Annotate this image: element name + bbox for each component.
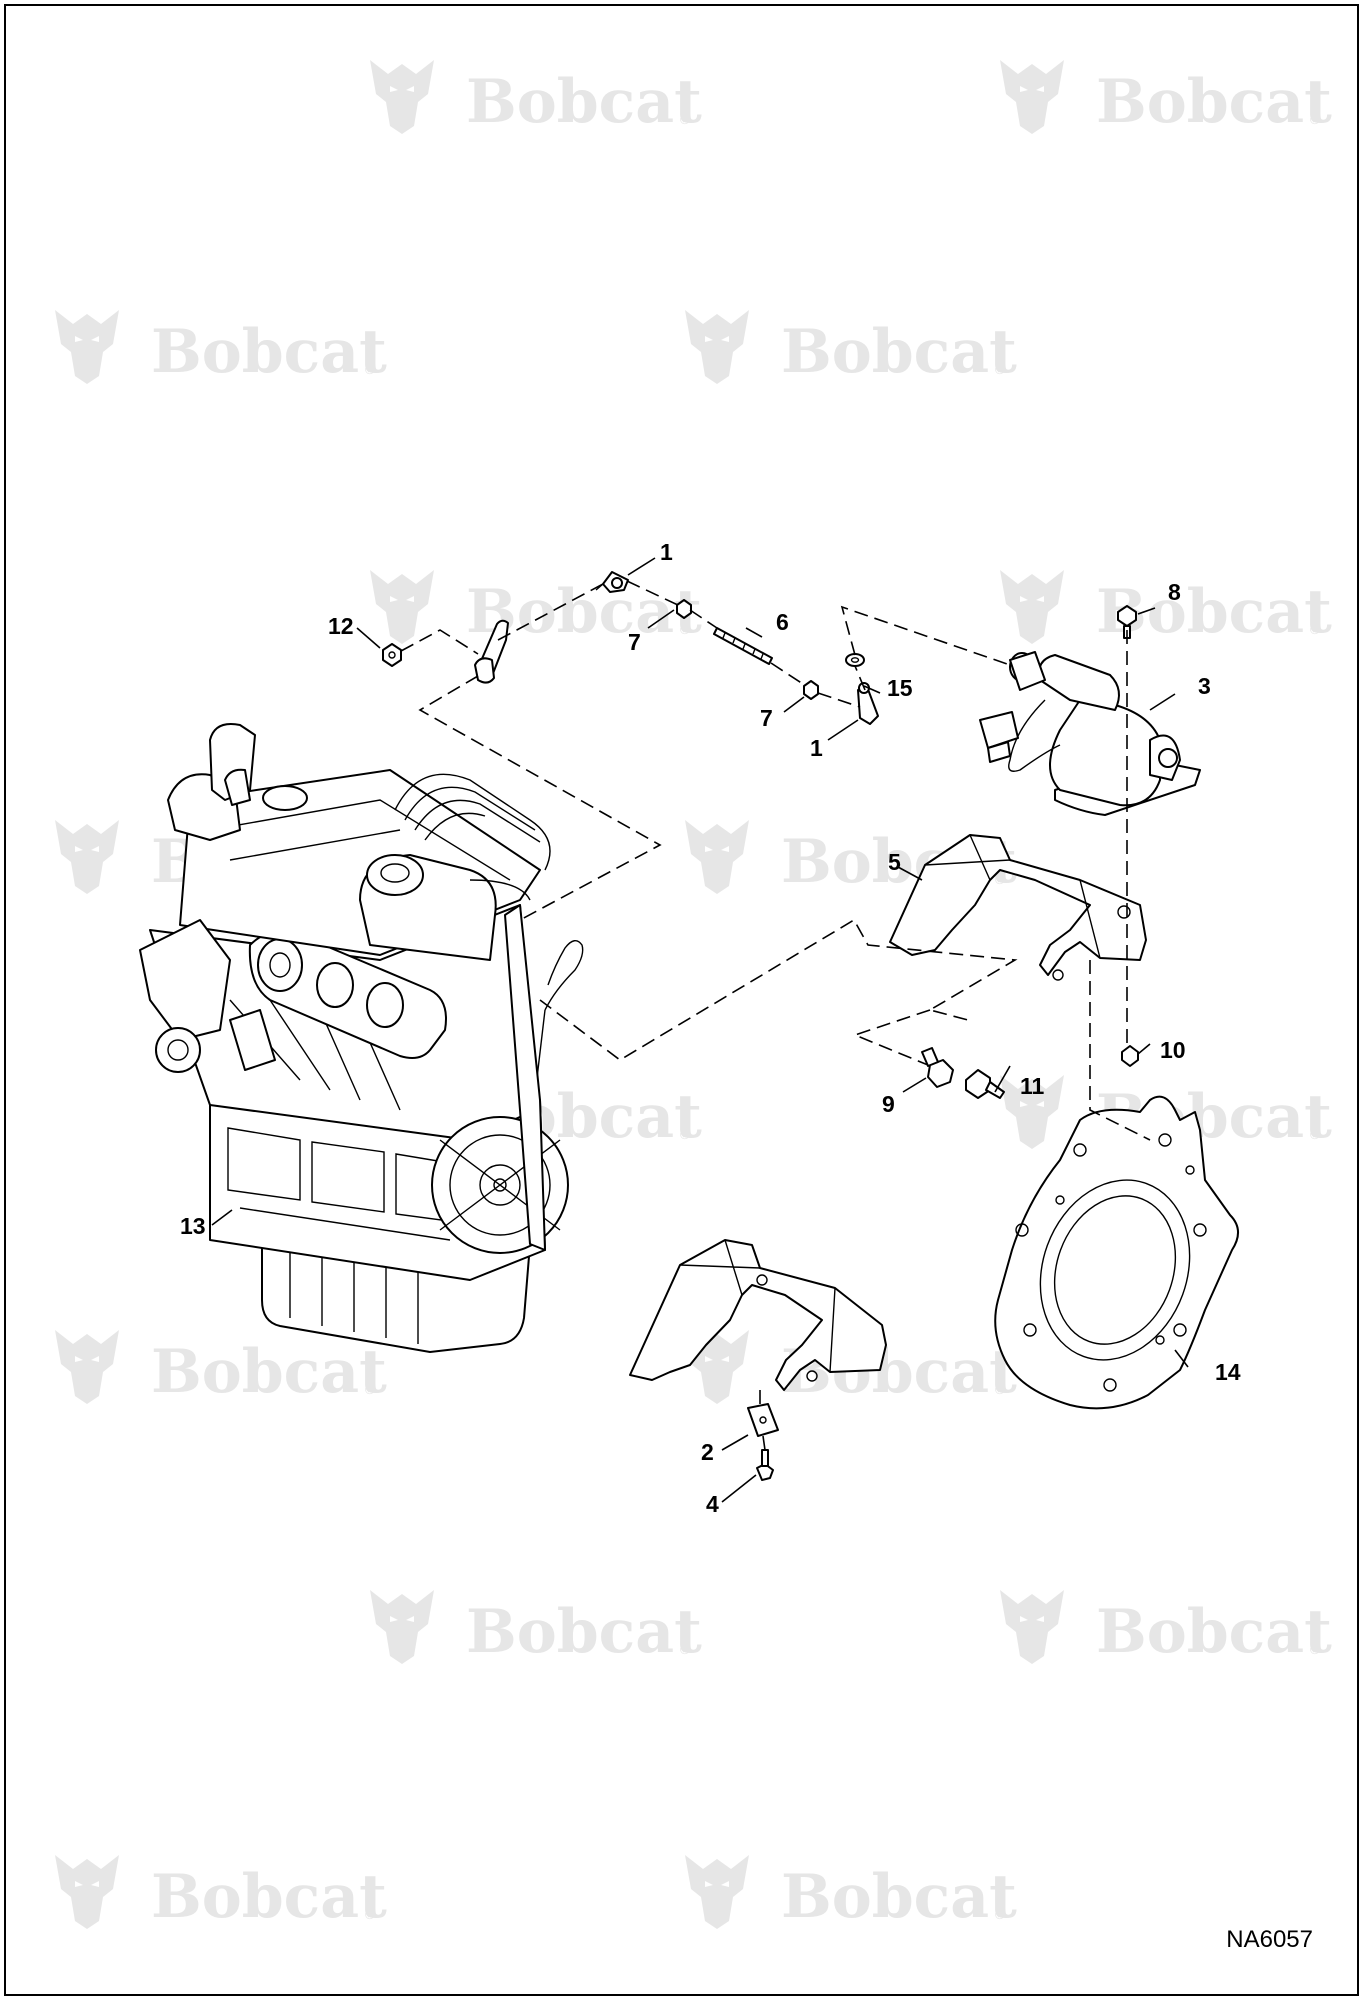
callout-7-upper: 7 [628, 629, 641, 655]
callout-13: 13 [180, 1213, 206, 1239]
watermark-reg-mark: ® [995, 872, 1005, 887]
watermark-reg-mark: ® [995, 1382, 1005, 1397]
engine-assembly [139, 723, 584, 1353]
watermark-text: Bobcat [151, 1337, 387, 1407]
watermark-reg-mark: ® [680, 622, 690, 637]
watermark-logo: Bobcat® [685, 310, 1017, 387]
nut-7-lower [803, 680, 819, 700]
callout-7-lower: 7 [760, 705, 773, 731]
watermark-logo: Bobcat® [55, 310, 387, 387]
bolt-11 [965, 1069, 1005, 1099]
callout-5: 5 [888, 849, 901, 875]
threaded-rod-6 [713, 627, 773, 665]
ball-joint-lower [857, 682, 879, 725]
watermark-logo: Bobcat® [370, 570, 702, 647]
nut-7-upper [676, 599, 692, 619]
drawing-number: NA6057 [1226, 1926, 1313, 1953]
watermark-text: Bobcat [781, 1862, 1017, 1932]
actuator-3 [979, 651, 1201, 816]
nut-12 [382, 643, 402, 667]
watermark-text: Bobcat [781, 317, 1017, 387]
watermark-reg-mark: ® [680, 112, 690, 127]
callout-6: 6 [776, 609, 789, 635]
watermark-logo: Bobcat® [370, 60, 702, 137]
watermark-text: Bobcat [151, 1862, 387, 1932]
callout-3: 3 [1198, 673, 1211, 699]
watermark-reg-mark: ® [680, 1642, 690, 1657]
watermark-reg-mark: ® [995, 362, 1005, 377]
callout-1-upper: 1 [660, 539, 673, 565]
callout-11: 11 [1020, 1073, 1045, 1099]
bracket-5 [889, 834, 1147, 981]
nut-10 [1121, 1045, 1139, 1067]
watermark-logo: Bobcat® [370, 1590, 702, 1667]
watermark-logo: Bobcat® [55, 1330, 387, 1407]
callout-labels: 1 1 2 3 4 5 6 7 7 8 9 10 11 12 13 14 15 [180, 539, 1241, 1517]
callout-2: 2 [701, 1439, 714, 1465]
watermark-logo: Bobcat® [1000, 570, 1332, 647]
watermark-reg-mark: ® [365, 1907, 375, 1922]
watermark-reg-mark: ® [365, 1382, 375, 1397]
bolt-8 [1117, 605, 1137, 639]
watermark-text: Bobcat [466, 1597, 702, 1667]
watermark-reg-mark: ® [1310, 112, 1320, 127]
watermark-text: Bobcat [466, 67, 702, 137]
watermark-logo: Bobcat® [55, 1855, 387, 1932]
washer-15 [845, 653, 865, 667]
watermark-logo: Bobcat® [1000, 60, 1332, 137]
watermark-logo: Bobcat® [1000, 1590, 1332, 1667]
watermark-reg-mark: ® [1310, 1127, 1320, 1142]
adapter-plate-14 [994, 1095, 1239, 1410]
watermark-text: Bobcat [1096, 1597, 1332, 1667]
clip-2 [747, 1403, 779, 1437]
callout-4: 4 [706, 1491, 719, 1517]
bolt-9 [921, 1047, 954, 1088]
watermark-logo: Bobcat® [685, 1855, 1017, 1932]
watermark-reg-mark: ® [680, 1127, 690, 1142]
callout-9: 9 [882, 1091, 895, 1117]
watermark-reg-mark: ® [1310, 622, 1320, 637]
watermark-reg-mark: ® [365, 362, 375, 377]
callout-1-lower: 1 [810, 735, 823, 761]
ball-joint-upper [595, 571, 629, 593]
callout-14: 14 [1215, 1359, 1241, 1385]
callout-8: 8 [1168, 579, 1181, 605]
lever-bracket [474, 619, 509, 684]
watermark-reg-mark: ® [995, 1907, 1005, 1922]
screw-4 [756, 1449, 774, 1481]
callout-10: 10 [1160, 1037, 1186, 1063]
watermark-text: Bobcat [1096, 67, 1332, 137]
watermark-text: Bobcat [151, 317, 387, 387]
leader-lines [211, 557, 1189, 1503]
bracket-lower [629, 1239, 887, 1391]
drawing-frame [4, 4, 1359, 1996]
callout-12: 12 [328, 613, 354, 639]
callout-15: 15 [887, 675, 913, 701]
assembly-lines [400, 580, 1151, 1451]
watermark-reg-mark: ® [1310, 1642, 1320, 1657]
